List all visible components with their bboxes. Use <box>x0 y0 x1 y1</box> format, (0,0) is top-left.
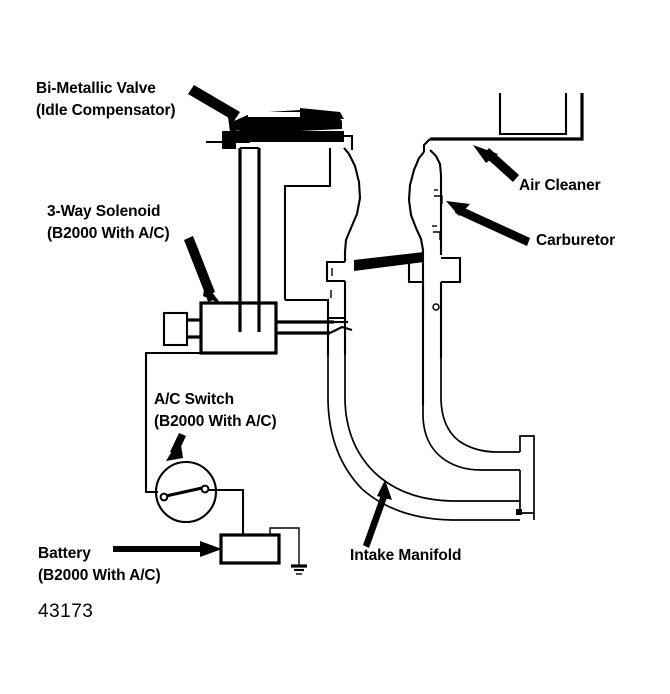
unlabeled-pointer-indicator <box>354 252 424 271</box>
label-three-way-solenoid-line1: 3-Way Solenoid <box>47 203 160 220</box>
label-carburetor: Carburetor <box>536 232 615 249</box>
intake-manifold-duct <box>327 355 535 521</box>
label-intake-manifold: Intake Manifold <box>350 547 461 564</box>
label-battery: Battery (B2000 With A/C) <box>38 545 161 584</box>
label-three-way-solenoid-line2: (B2000 With A/C) <box>47 225 170 242</box>
wiring-harness <box>144 351 245 535</box>
leader-intake-manifold <box>363 480 392 548</box>
label-air-cleaner-line1: Air Cleaner <box>519 177 601 194</box>
label-carburetor-line1: Carburetor <box>536 232 615 249</box>
bi-metallic-valve-body <box>206 108 354 150</box>
label-battery-line1: Battery <box>38 545 91 562</box>
leader-air-cleaner <box>473 145 519 182</box>
label-bi-metallic-valve: Bi-Metallic Valve (Idle Compensator) <box>36 80 176 119</box>
air-cleaner-housing <box>422 93 584 152</box>
label-ac-switch-line1: A/C Switch <box>154 391 234 408</box>
label-air-cleaner: Air Cleaner <box>519 177 601 194</box>
label-bi-metallic-valve-line2: (Idle Compensator) <box>36 102 175 119</box>
leader-bi-metallic-valve <box>188 85 250 132</box>
vacuum-tube-vertical <box>238 146 261 332</box>
solenoid-body <box>162 301 353 355</box>
label-intake-manifold-line1: Intake Manifold <box>350 547 461 564</box>
label-three-way-solenoid: 3-Way Solenoid (B2000 With A/C) <box>47 203 170 242</box>
carburetor-body <box>407 149 462 405</box>
carburetor-port-detail <box>432 303 440 311</box>
leader-three-way-solenoid <box>184 236 221 304</box>
figure-number: 43173 <box>38 601 93 622</box>
label-battery-line2: (B2000 With A/C) <box>38 567 161 584</box>
leader-battery <box>113 541 222 557</box>
center-throttle-body <box>283 147 362 355</box>
leader-ac-switch <box>166 433 186 461</box>
leader-carburetor <box>446 201 530 246</box>
label-ac-switch-line2: (B2000 With A/C) <box>154 413 277 430</box>
label-bi-metallic-valve-line1: Bi-Metallic Valve <box>36 80 156 97</box>
label-ac-switch: A/C Switch (B2000 With A/C) <box>154 391 277 430</box>
